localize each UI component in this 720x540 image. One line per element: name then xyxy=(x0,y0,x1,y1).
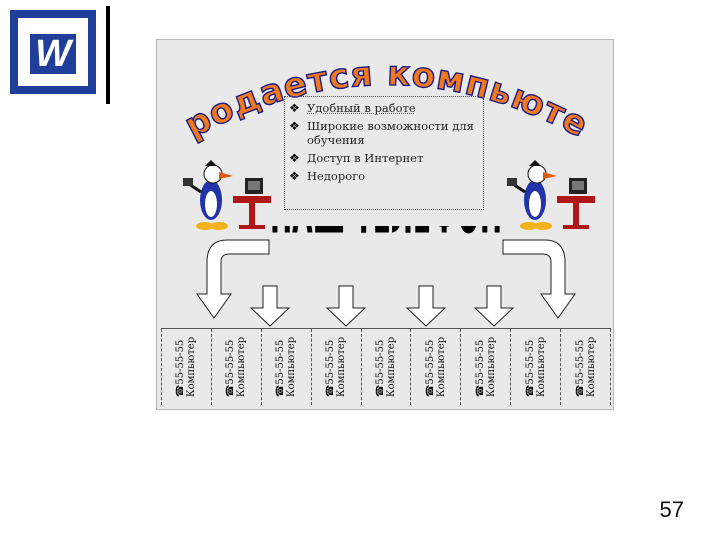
tab-phone: 55-55-55 xyxy=(474,339,486,385)
phone-icon: ☎ xyxy=(275,384,287,398)
down-arrow-icon xyxy=(473,285,515,327)
feature-text: Удобный в работе xyxy=(307,101,416,115)
duck-computer-clipart xyxy=(183,160,271,230)
tab-phone: 55-55-55 xyxy=(275,339,287,385)
list-item: ❖ Широкие возможности для обучения xyxy=(289,119,479,147)
feature-text: Широкие возможности для обучения xyxy=(307,119,474,147)
feature-list: ❖ Удобный в работе ❖ Широкие возможности… xyxy=(284,96,484,210)
tab-label: Компьютер xyxy=(485,336,497,398)
tab-label: Компьютер xyxy=(386,336,397,398)
feature-text: Недорого xyxy=(307,169,366,183)
duck-computer-clipart xyxy=(507,160,595,230)
tab-label: Компьютер xyxy=(186,336,198,398)
tab-phone: 55-55-55 xyxy=(524,339,536,385)
list-item: ❖ Недорого xyxy=(289,169,479,183)
phone-icon: ☎ xyxy=(474,384,486,398)
tab-label: Компьютер xyxy=(236,336,248,398)
list-item: ❖ Доступ в Интернет xyxy=(289,151,479,165)
feature-text: Доступ в Интернет xyxy=(307,151,424,165)
tab-phone: 55-55-55 xyxy=(424,339,436,385)
diamond-cluster-icon: ❖ xyxy=(289,169,300,183)
down-arrow-icon xyxy=(196,239,270,319)
phone-icon: ☎ xyxy=(225,384,237,398)
phone-icon: ☎ xyxy=(175,384,187,398)
diamond-cluster-icon: ❖ xyxy=(289,151,300,165)
list-item: ❖ Удобный в работе xyxy=(289,101,479,115)
tab-label: Компьютер xyxy=(535,336,547,398)
diamond-cluster-icon: ❖ xyxy=(289,101,300,115)
word-logo-icon: W xyxy=(10,10,96,94)
phone-icon: ☎ xyxy=(524,384,536,398)
tab-label: Компьютер xyxy=(435,336,447,398)
tab-phone: 55-55-55 xyxy=(225,339,237,385)
tab-label: Компьютер xyxy=(286,336,298,398)
phone-heading: НАШ ТЕЛЕФОН xyxy=(270,226,502,248)
down-arrow-icon xyxy=(249,285,291,327)
tab-label: Компьютер xyxy=(585,336,597,398)
down-arrow-icon xyxy=(405,285,447,327)
phone-icon: ☎ xyxy=(325,384,337,398)
phone-icon: ☎ xyxy=(574,384,586,398)
down-arrow-icon xyxy=(502,239,576,319)
tab-phone: 55-55-55 xyxy=(375,339,386,385)
tab-phone: 55-55-55 xyxy=(175,339,187,385)
phone-heading-area: НАШ ТЕЛЕФОН xyxy=(196,226,576,327)
phone-icon: ☎ xyxy=(375,384,386,398)
tab-label: Компьютер xyxy=(336,336,348,398)
diamond-cluster-icon: ❖ xyxy=(289,119,300,133)
flyer-image: продается компьютер ❖ Удобный в работе ❖… xyxy=(156,39,614,410)
down-arrow-icon xyxy=(325,285,367,327)
tab-phone: 55-55-55 xyxy=(574,339,586,385)
headline-arc: продается компьютер xyxy=(157,40,595,147)
page-number: 57 xyxy=(659,497,684,522)
phone-icon: ☎ xyxy=(424,384,436,398)
word-logo-letter: W xyxy=(30,34,76,74)
logo-divider xyxy=(106,6,110,104)
tab-phone: 55-55-55 xyxy=(325,339,337,385)
